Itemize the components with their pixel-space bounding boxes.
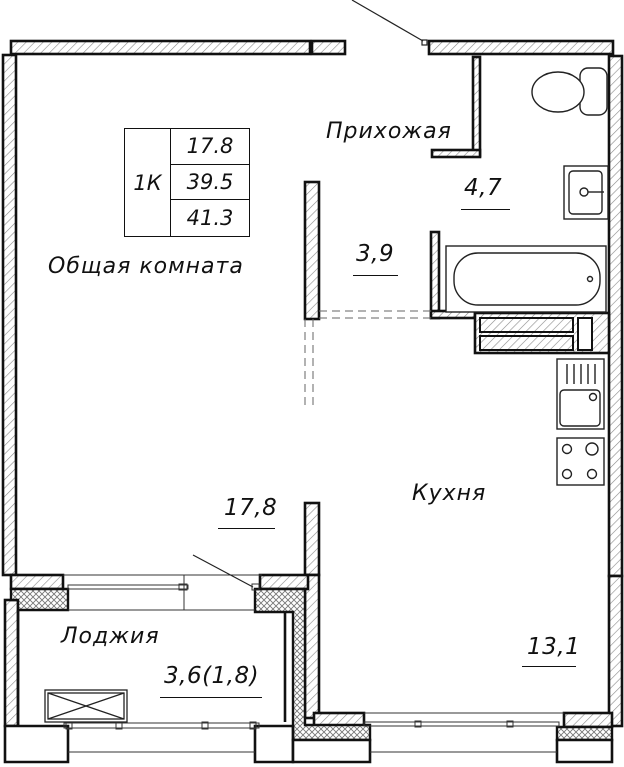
wall-living-kitchen xyxy=(303,501,321,577)
entry-door-line xyxy=(351,0,424,42)
room-area-loggia: 3,6(1,8) xyxy=(164,663,260,689)
apartment-type: 1К xyxy=(125,129,171,236)
wall-living-hall xyxy=(303,180,321,321)
loggia-parapet xyxy=(3,724,70,764)
wall-loggia-left xyxy=(3,598,20,728)
wall-hall-horizontal xyxy=(430,148,482,159)
wall-top-mid xyxy=(310,39,347,56)
living-area-value: 17.8 xyxy=(171,129,249,165)
total-area-with-loggia-value: 41.3 xyxy=(186,206,234,231)
room-name-kitchen: Кухня xyxy=(412,481,487,506)
wall-loggia-kitchen xyxy=(303,573,321,720)
insulation-kitchen-right xyxy=(555,725,614,742)
bathtub-icon xyxy=(445,245,607,313)
room-name-loggia: Лоджия xyxy=(61,624,160,649)
sill-kitchen-right xyxy=(562,711,614,729)
stove-icon xyxy=(556,437,605,486)
radiator-icon xyxy=(44,689,128,723)
wall-right-upper xyxy=(607,54,624,578)
kitchen-parapet-right xyxy=(555,738,614,764)
loggia-door-line xyxy=(192,554,254,588)
insulation-left xyxy=(9,587,70,612)
room-area-hall: 3,9 xyxy=(356,241,395,267)
sill-left xyxy=(9,573,65,591)
area-underline xyxy=(353,275,398,276)
area-underline xyxy=(522,666,576,667)
kitchen-parapet-left xyxy=(291,738,372,764)
wall-left xyxy=(1,53,18,577)
room-area-living: 17,8 xyxy=(224,495,278,521)
apartment-summary-table: 1К 17.8 39.5 41.3 xyxy=(124,128,250,237)
area-underline xyxy=(218,528,275,529)
loggia-parapet-right xyxy=(253,724,295,764)
toilet-icon xyxy=(531,67,608,116)
wall-top-left xyxy=(9,39,312,56)
sill-right xyxy=(258,573,310,591)
room-area-kitchen: 13,1 xyxy=(527,634,581,660)
room-area-bathroom: 4,7 xyxy=(464,175,503,201)
wall-bath-left xyxy=(429,230,441,320)
room-name-living: Общая комната xyxy=(48,254,244,279)
wall-right-lower xyxy=(607,574,624,728)
washbasin-icon xyxy=(563,165,609,220)
total-area-value: 39.5 xyxy=(171,165,249,201)
area-underline xyxy=(461,209,510,210)
area-underline xyxy=(160,697,262,698)
wall-hall-vertical xyxy=(471,55,482,158)
room-name-hall: Прихожая xyxy=(326,119,452,144)
kitchen-sink-icon xyxy=(556,358,605,430)
wall-top-right xyxy=(427,39,615,56)
